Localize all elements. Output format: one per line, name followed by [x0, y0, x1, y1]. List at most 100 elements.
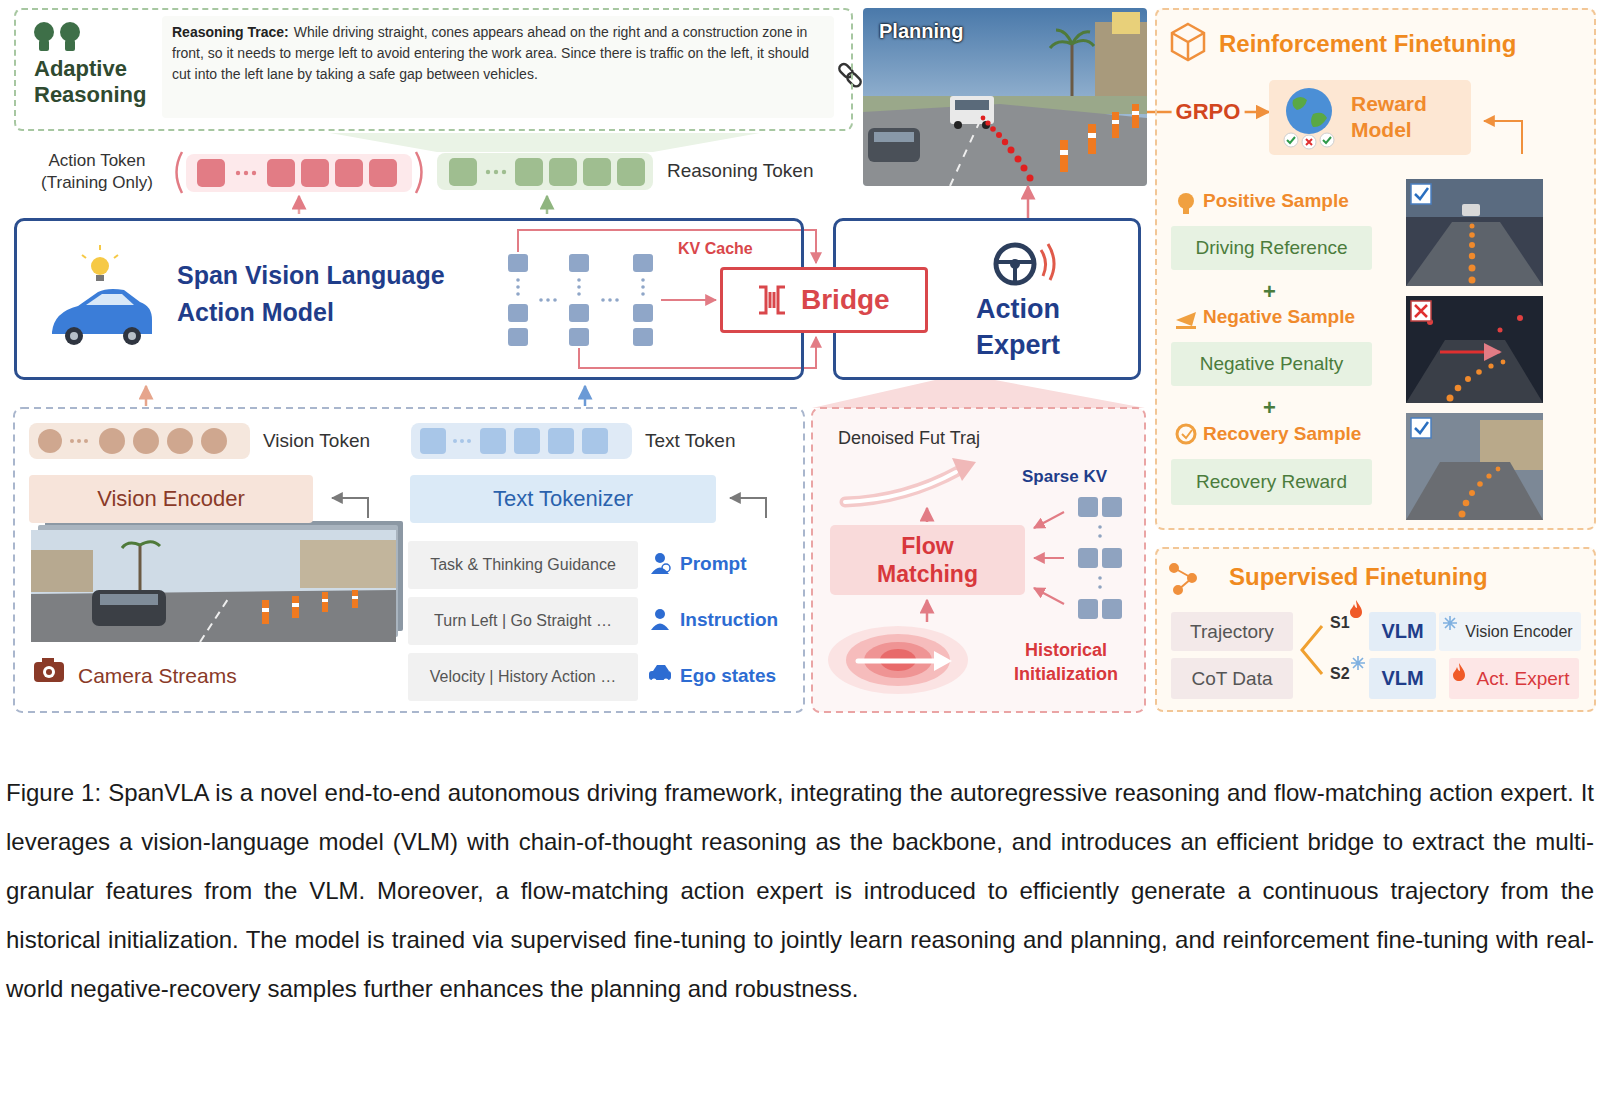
positive-sample-image-part-part	[1469, 265, 1476, 272]
car-bulb-icon-part	[86, 294, 134, 305]
kv-token-columns-part	[641, 292, 645, 296]
reasoning-heads-icon	[34, 22, 80, 51]
planning-road-photo-part-part	[1002, 139, 1008, 145]
reasoning-token-strip-part-part	[494, 170, 498, 174]
action-expert-box-text: Action Expert	[948, 291, 1088, 363]
vision-token-strip-part-part	[133, 428, 159, 454]
planning-road-photo-part	[955, 100, 989, 110]
recovery-sample-image-part-part	[1486, 473, 1491, 478]
text-token-strip-part	[411, 423, 632, 459]
prompt-input-box-heading: Instruction	[680, 609, 778, 631]
positive-sample-image-part-part	[1469, 242, 1475, 248]
vision-token-strip-part-part	[77, 439, 81, 443]
action-token-strip	[177, 152, 422, 193]
diagram-label: Action Token (Training Only)	[22, 150, 172, 194]
data-box: CoT Data	[1171, 658, 1293, 699]
planning-road-photo-part	[982, 121, 990, 129]
planning-road-photo-part	[1050, 30, 1094, 48]
input-type-icons-part	[655, 609, 665, 619]
kv-token-columns-part	[508, 254, 528, 272]
diagram-label: KV Cache	[678, 240, 753, 258]
action-token-strip-part	[416, 152, 422, 193]
recovery-sample-image	[1406, 413, 1543, 520]
action-token-strip-part	[197, 159, 397, 187]
negative-sample-image-part	[1411, 301, 1431, 321]
input-type-icons	[649, 553, 671, 684]
kv-token-columns-part	[577, 278, 581, 282]
denoised-trajectory-arrow-part	[952, 458, 976, 481]
text-token-strip-part	[420, 428, 608, 454]
planning-road-photo-part-part	[1060, 150, 1068, 155]
sparse-kv-tokens-part	[1078, 497, 1098, 517]
prompt-input-box-heading: Prompt	[680, 553, 747, 575]
prompt-input-box-text: Task & Thinking Guidance	[430, 556, 616, 574]
diagram-label: Sparse KV	[1022, 467, 1107, 487]
camera-frames-part-part	[300, 540, 396, 588]
camera-frames-part-part-part	[292, 603, 299, 607]
camera-frames-part-part	[262, 590, 358, 624]
prompt-input-box: Task & Thinking GuidancePrompt	[408, 541, 638, 589]
reasoning-token-strip-part-part	[515, 158, 543, 186]
reasoning-token-strip-part-part	[549, 158, 577, 186]
sample-icons-part	[1177, 425, 1195, 443]
sparse-kv-tokens-part	[1102, 548, 1122, 568]
kv-token-columns-part	[577, 285, 581, 289]
camera-frames-part-part-part	[292, 596, 299, 618]
input-type-icons-part	[651, 624, 669, 631]
positive-sample-image-part-part	[1469, 253, 1475, 259]
kv-token-columns-part	[569, 254, 589, 272]
input-arrow	[584, 386, 587, 406]
sft-icon-part	[1174, 586, 1182, 594]
panel-fills	[1155, 8, 1596, 712]
action-token-strip-part-part	[236, 171, 240, 175]
text-tokenizer-box-text: Text Tokenizer	[493, 486, 633, 512]
vision-encoder-box: Vision Encoder	[29, 475, 313, 523]
recovery-sample-image-part	[1415, 422, 1428, 433]
reasoning-token-strip-part-part	[583, 158, 611, 186]
vision-token-strip-part-part	[38, 429, 62, 453]
camera-frames-part-part	[31, 550, 93, 592]
negative-sample-image-part	[1406, 340, 1543, 403]
input-type-icons-part	[649, 671, 671, 680]
recovery-sample-image-part	[1411, 418, 1431, 438]
flow-panel	[812, 408, 1145, 712]
planning-road-photo-part-part	[1112, 112, 1119, 138]
sparse-kv-tokens-part	[1098, 576, 1102, 580]
rl-icon-part	[1172, 33, 1204, 60]
car-bulb-icon-part-part	[114, 255, 118, 258]
vlm-box-text: VLM	[1381, 620, 1423, 643]
globe-icon-part	[1320, 133, 1334, 147]
kv-token-columns-part	[516, 278, 520, 282]
sample-box-heading: Recovery Sample	[1203, 423, 1361, 445]
kv-token-columns-part	[577, 292, 581, 296]
sparse-kv-arrows-part	[1034, 557, 1064, 559]
sparse-kv-tokens	[1078, 497, 1122, 619]
action-token-strip-part-part	[267, 159, 295, 187]
edge-label: GRPO	[1172, 99, 1245, 125]
flame-icon	[1350, 600, 1362, 618]
steering-wheel-icon-part	[996, 245, 1034, 283]
input-type-icons-part	[653, 665, 669, 671]
camera-frames-part-part	[262, 596, 358, 612]
history-blob-part	[858, 659, 938, 664]
negative-sample-image-part-part	[1465, 376, 1471, 382]
diagram-label: +	[1263, 395, 1276, 421]
output-arrow	[546, 196, 549, 214]
negative-sample-image-part-part	[1476, 369, 1482, 375]
reasoning-token-strip-part	[449, 158, 645, 186]
diagram-label: Camera Streams	[78, 664, 237, 688]
vla-model-box-text: Span Vision Language Action Model	[177, 257, 497, 331]
camera-frames-part-part-part	[262, 608, 269, 612]
reasoning-trace-box-text: Reasoning Trace:	[172, 24, 289, 40]
planning-road-photo-part-part	[1060, 140, 1068, 172]
camera-icon-part	[43, 666, 55, 678]
reasoning-heads-icon-part	[39, 40, 49, 51]
steering-wheel-icon-part	[1041, 250, 1046, 276]
action-token-strip-part	[177, 152, 183, 193]
history-blob-part	[934, 651, 952, 671]
negative-sample-image-part-part	[1447, 395, 1454, 402]
diagram-label: Reasoning Token	[667, 160, 813, 182]
vision-token-strip-part	[29, 423, 250, 459]
camera-frames-part-part	[100, 594, 158, 605]
data-box-text: CoT Data	[1192, 668, 1273, 690]
